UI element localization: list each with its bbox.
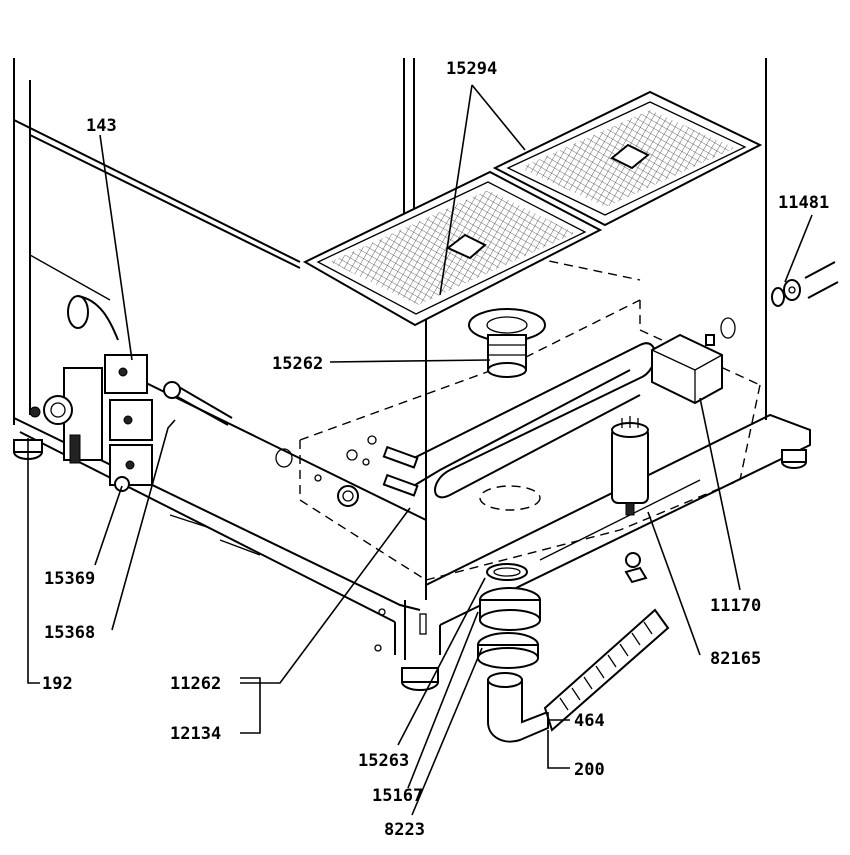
leader-lines (27, 84, 813, 816)
drain-assembly (477, 552, 670, 743)
label-8223: 8223 (384, 820, 425, 840)
label-143: 143 (86, 116, 117, 136)
connector-nut (771, 261, 839, 307)
label-464: 464 (574, 711, 605, 731)
label-15262: 15262 (272, 354, 323, 374)
relay-box (651, 317, 736, 405)
label-12134: 12134 (170, 724, 221, 744)
label-11170: 11170 (710, 596, 761, 616)
label-82165: 82165 (710, 649, 761, 669)
label-15369: 15369 (44, 569, 95, 589)
control-assembly (29, 295, 233, 492)
label-15263: 15263 (358, 751, 409, 771)
filter-tray-left (302, 170, 603, 327)
label-11262: 11262 (170, 674, 221, 694)
heating-element (314, 342, 656, 511)
label-15167: 15167 (372, 786, 423, 806)
label-200: 200 (574, 760, 605, 780)
label-192: 192 (42, 674, 73, 694)
label-11481: 11481 (778, 193, 829, 213)
label-15294: 15294 (446, 59, 497, 79)
filter-tray-right (492, 90, 763, 227)
label-15368: 15368 (44, 623, 95, 643)
drain-fitting (468, 308, 546, 378)
capacitor (611, 416, 649, 516)
